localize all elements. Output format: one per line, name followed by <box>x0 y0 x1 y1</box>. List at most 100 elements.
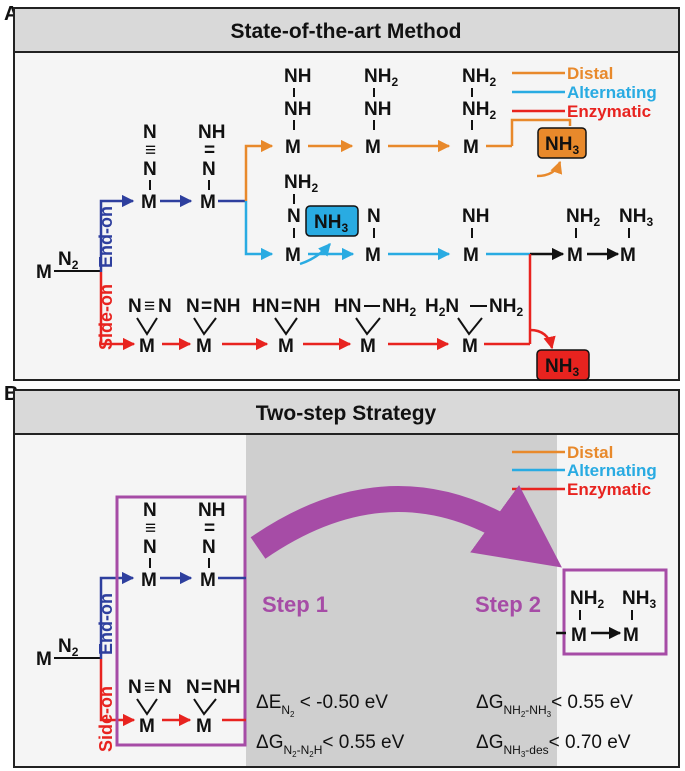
atom-nh: NH <box>213 677 240 698</box>
species-m-nh3-b: NH3 M <box>622 588 656 646</box>
legend-a-enzymatic: Enzymatic <box>567 102 651 121</box>
nh3-label: NH3 <box>545 134 579 157</box>
atom-m: M <box>365 245 381 266</box>
bond-double: = <box>204 518 215 539</box>
species-side-on-n2: N ≡ N M <box>128 296 172 357</box>
distal-branch <box>244 139 274 201</box>
atom-m: M <box>365 137 381 158</box>
side-on-path-a <box>99 272 136 351</box>
species-m-n-nh: NH = N M <box>198 122 225 213</box>
atom-nh: NH <box>198 122 225 143</box>
nh3-product-alternating: NH3 <box>305 205 359 237</box>
atom-nh2: NH2 <box>364 66 398 89</box>
nh3-label: NH3 <box>545 356 579 379</box>
species-m-n-nh2-alt: NH2 N M <box>284 172 318 266</box>
bond-triple: ≡ <box>144 296 155 317</box>
atom-nh: NH <box>284 66 311 87</box>
atom-m: M <box>463 137 479 158</box>
start-n2-a: N2 <box>58 249 79 272</box>
atom-n: N <box>128 677 142 698</box>
atom-n: N <box>158 296 172 317</box>
atom-n: N <box>143 537 157 558</box>
legend-a-distal: Distal <box>567 64 613 83</box>
route-end-on-a: End-on <box>96 206 116 268</box>
atom-n-top: N <box>143 122 157 143</box>
atom-nh3: NH3 <box>619 206 653 229</box>
start-n2-b: N2 <box>58 636 79 659</box>
species-m-nh-alt: NH M <box>462 206 489 266</box>
atom-n-top: N <box>143 500 157 521</box>
atom-m: M <box>567 245 583 266</box>
atom-m: M <box>139 716 155 737</box>
bond-double: = <box>281 296 292 317</box>
atom-n: N <box>143 159 157 180</box>
panel-b-header <box>13 389 680 435</box>
legend-b-distal: Distal <box>567 443 613 462</box>
atom-n: N <box>186 296 200 317</box>
atom-nh: NH <box>293 296 320 317</box>
panel-a-title: State-of-the-art Method <box>231 20 462 43</box>
species-m-nh3-final-a: NH3 M <box>619 206 653 266</box>
species-m-nh2-nh2: NH2 NH2 M <box>462 66 496 158</box>
route-end-on-b: End-on <box>96 593 116 655</box>
atom-h2n: H2N <box>425 296 459 319</box>
atom-m: M <box>462 336 478 357</box>
atom-nh2: NH2 <box>489 296 523 319</box>
panel-a-header <box>13 7 680 53</box>
legend-a: Distal Alternating Enzymatic <box>512 64 657 121</box>
species-m-nh2-final-a: NH2 M <box>566 206 600 266</box>
atom-m: M <box>141 570 157 591</box>
legend-b: Distal Alternating Enzymatic <box>512 443 657 499</box>
criterion-first-hydrogenation: ΔGN2-N2H< 0.55 eV <box>256 732 405 759</box>
atom-nh: NH <box>198 500 225 521</box>
atom-m: M <box>200 570 216 591</box>
distal-release-arrow <box>536 160 563 178</box>
atom-nh2: NH2 <box>284 172 318 195</box>
atom-m: M <box>463 245 479 266</box>
species-side-on-hn-nh2: HN NH2 M <box>334 296 416 357</box>
species-side-on-n-nh-b: N = NH M <box>186 677 240 737</box>
species-m-n2-endon-b: N ≡ N M <box>141 500 157 591</box>
start-metal-a: M <box>36 262 52 283</box>
distal-to-nh3-link <box>510 118 572 146</box>
atom-hn: HN <box>334 296 361 317</box>
atom-nh2: NH2 <box>462 99 496 122</box>
step2-label: Step 2 <box>475 592 541 617</box>
legend-b-alternating: Alternating <box>567 461 657 480</box>
bond-double: = <box>201 677 212 698</box>
species-m-n-nh-nh: NH NH M <box>284 66 311 158</box>
atom-n: N <box>367 206 381 227</box>
panel-a-frame <box>13 7 680 381</box>
species-side-on-h2n-nh2: H2N NH2 M <box>425 296 523 357</box>
step-transition-arrow <box>250 485 562 568</box>
criterion-nh3-desorption: ΔGNH3-des< 0.70 eV <box>476 732 631 759</box>
side-on-path-b <box>99 659 136 727</box>
nh3-product-enzymatic: NH3 <box>536 349 590 381</box>
bond-triple: ≡ <box>145 518 156 539</box>
step1-selection-box <box>115 495 247 747</box>
atom-m: M <box>285 137 301 158</box>
atom-nh3: NH3 <box>622 588 656 611</box>
atom-nh2: NH2 <box>570 588 604 611</box>
atom-m: M <box>278 336 294 357</box>
atom-n: N <box>287 206 301 227</box>
criterion-adsorption-energy: ΔEN2 < -0.50 eV <box>256 692 388 719</box>
end-on-path-b <box>99 571 135 659</box>
enzymatic-release-arrow <box>529 328 556 350</box>
atom-m: M <box>196 336 212 357</box>
start-metal-b: M <box>36 649 52 670</box>
nh3-label: NH3 <box>314 212 348 235</box>
atom-m: M <box>620 245 636 266</box>
end-on-path-a <box>99 194 135 272</box>
atom-nh2: NH2 <box>382 296 416 319</box>
atom-n: N <box>202 537 216 558</box>
bond-double: = <box>201 296 212 317</box>
atom-nh: NH <box>462 206 489 227</box>
atom-m: M <box>623 625 639 646</box>
species-side-on-hn-nh: HN = NH M <box>252 296 320 357</box>
atom-n: N <box>158 677 172 698</box>
atom-m: M <box>200 192 216 213</box>
atom-m: M <box>139 336 155 357</box>
atom-m: M <box>196 716 212 737</box>
